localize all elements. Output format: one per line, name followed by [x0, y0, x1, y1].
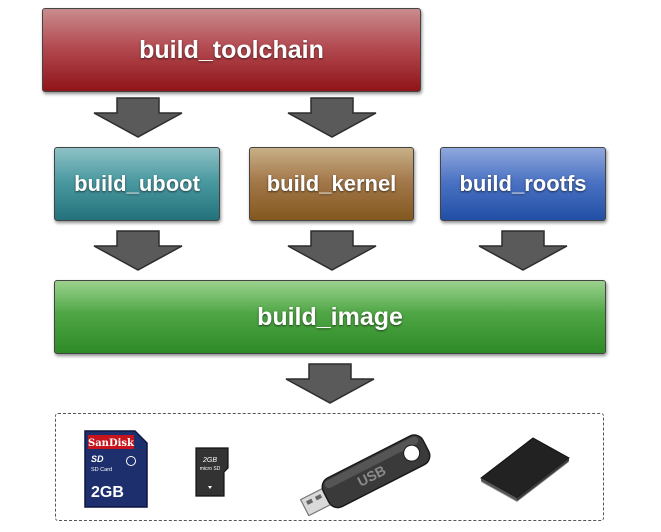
- arrow-down-icon: [93, 97, 183, 138]
- svg-text:micro SD: micro SD: [200, 466, 221, 472]
- build-uboot-label: build_uboot: [74, 171, 200, 196]
- arrow-down-icon: [93, 230, 183, 271]
- arrow-down-icon: [285, 363, 375, 404]
- arrow-down-icon: [478, 230, 568, 271]
- build-toolchain-box: build_toolchain: [42, 8, 421, 92]
- sd-card-brand: SanDisk: [88, 438, 135, 449]
- usb-flash-drive-icon: USB: [299, 434, 431, 516]
- build-toolchain-label: build_toolchain: [139, 35, 324, 64]
- arrow-down-icon: [287, 97, 377, 138]
- nand-flash-chip-icon: [480, 437, 570, 502]
- microsd-capacity: 2GB: [202, 457, 217, 464]
- build-rootfs-label: build_rootfs: [459, 171, 587, 196]
- build-rootfs-box: build_rootfs: [440, 147, 606, 221]
- sd-card-icon: SanDisk SD SD Card 2GB: [84, 430, 148, 508]
- build-uboot-box: build_uboot: [54, 147, 220, 221]
- sd-card-type: SD Card: [91, 467, 112, 473]
- sd-card-capacity: 2GB: [91, 484, 124, 501]
- build-image-box: build_image: [54, 280, 606, 354]
- build-kernel-label: build_kernel: [266, 171, 397, 196]
- microsd-card-icon: 2GB micro SD: [195, 447, 229, 497]
- arrow-down-icon: [287, 230, 377, 271]
- svg-text:SD: SD: [91, 454, 104, 464]
- storage-targets-panel: SanDisk SD SD Card 2GB 2GB micro SD USB: [55, 413, 604, 521]
- build-kernel-box: build_kernel: [249, 147, 414, 221]
- build-image-label: build_image: [257, 302, 403, 331]
